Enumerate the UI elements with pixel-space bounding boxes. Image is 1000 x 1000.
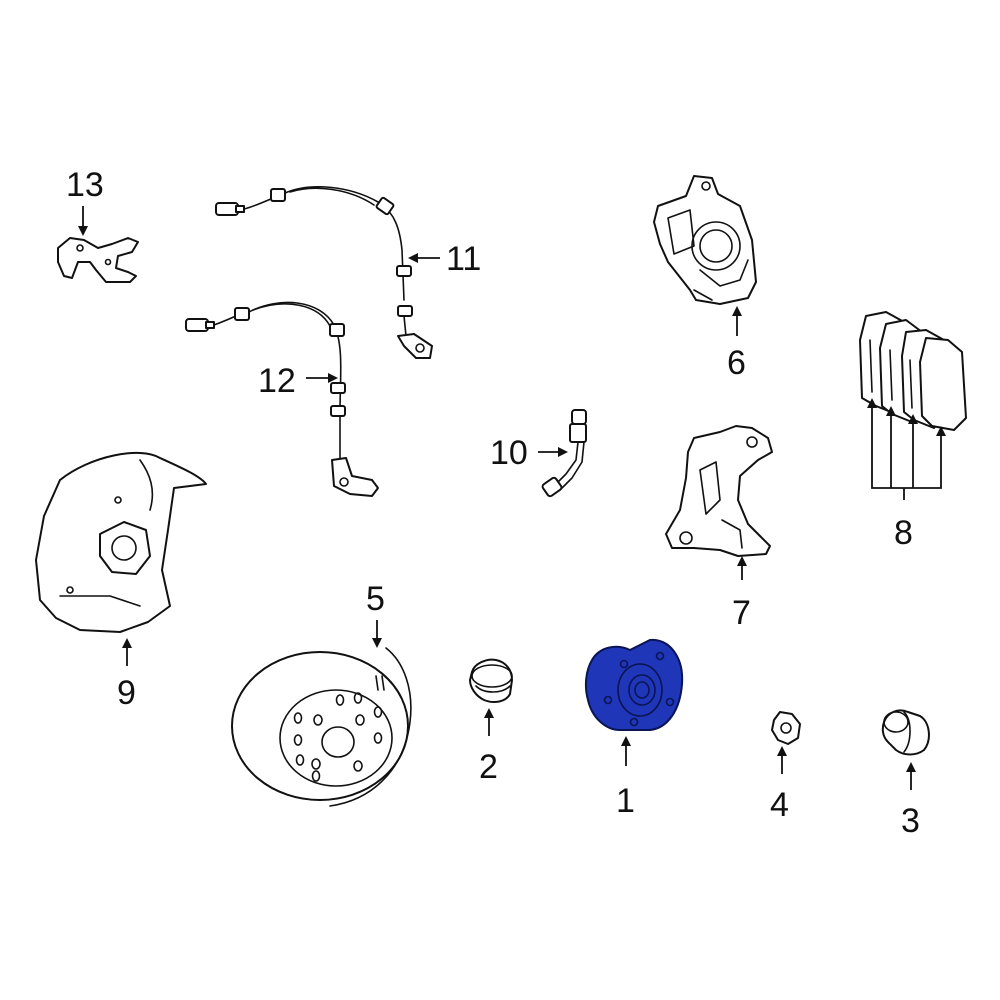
callout-1: 1: [616, 736, 635, 820]
callout-11: 11: [408, 240, 481, 278]
label-7: 7: [732, 594, 751, 632]
dust-shield-9-icon[interactable]: [35, 451, 207, 633]
label-6: 6: [727, 344, 746, 382]
label-3: 3: [901, 802, 920, 840]
dust-cap-3-icon[interactable]: [881, 709, 930, 756]
callout-2: 2: [479, 708, 498, 786]
label-9: 9: [117, 674, 136, 712]
callout-10: 10: [490, 434, 568, 472]
callout-5: 5: [366, 580, 385, 648]
clip-4-icon[interactable]: [771, 711, 801, 745]
callout-8: 8: [867, 398, 946, 552]
callout-3: 3: [901, 762, 920, 840]
brake-caliper-6-icon[interactable]: [653, 175, 757, 305]
label-12: 12: [258, 362, 296, 400]
callout-9: 9: [117, 638, 136, 712]
abs-sensor-12-icon[interactable]: [185, 301, 379, 497]
bearing-cap-2-icon[interactable]: [469, 658, 513, 703]
label-1: 1: [616, 782, 635, 820]
callout-6: 6: [727, 306, 746, 382]
brake-pads-8-icon[interactable]: [859, 311, 967, 431]
callout-13: 13: [66, 166, 104, 236]
brake-hose-10-icon[interactable]: [541, 409, 587, 498]
abs-sensor-11-icon[interactable]: [215, 186, 433, 359]
label-8: 8: [894, 514, 913, 552]
callout-12: 12: [258, 362, 338, 400]
label-4: 4: [770, 786, 789, 824]
caliper-bracket-7-icon[interactable]: [665, 425, 773, 557]
wheel-hub-1-icon[interactable]: [584, 638, 684, 731]
label-2: 2: [479, 748, 498, 786]
callout-7: 7: [732, 556, 751, 632]
brake-rotor-5-icon[interactable]: [231, 647, 412, 807]
label-10: 10: [490, 434, 528, 472]
callout-4: 4: [770, 746, 789, 824]
label-13: 13: [66, 166, 104, 204]
bracket-13-icon[interactable]: [57, 237, 139, 283]
label-5: 5: [366, 580, 385, 618]
label-11: 11: [446, 240, 481, 278]
